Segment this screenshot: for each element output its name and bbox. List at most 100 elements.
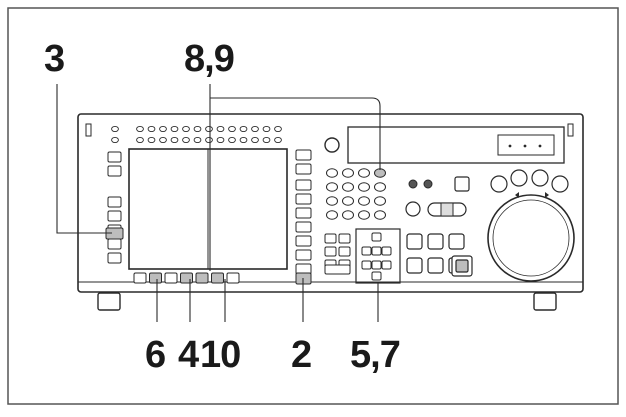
cursor-keys xyxy=(361,232,392,281)
side-button xyxy=(295,193,312,205)
soft-key xyxy=(180,272,193,284)
keypad-key xyxy=(342,182,354,192)
keypad-key xyxy=(374,182,386,192)
indicator-dot xyxy=(228,136,236,144)
counter-dot-1 xyxy=(508,144,512,148)
shuttle-button-4 xyxy=(551,175,569,193)
outer-border xyxy=(7,7,619,405)
cursor-key xyxy=(371,271,382,281)
cursor-key xyxy=(361,246,372,256)
indicator-dot xyxy=(205,136,213,144)
side-button xyxy=(295,235,312,247)
soft-key xyxy=(149,272,162,284)
indicator-dot xyxy=(111,125,119,133)
side-button xyxy=(295,221,312,233)
keypad-key xyxy=(374,168,386,178)
counter-dot-2 xyxy=(523,144,527,148)
indicator-dot xyxy=(170,125,179,133)
indicator-dot xyxy=(147,125,156,133)
indicator-dot xyxy=(147,136,156,144)
keypad-key xyxy=(326,210,338,220)
transport-button xyxy=(406,233,423,250)
indicator-dot xyxy=(159,125,167,133)
keypad-key xyxy=(358,210,370,220)
left-button xyxy=(107,196,122,208)
callout-10: 10 xyxy=(200,334,241,376)
indicator-dot xyxy=(216,136,225,144)
transport-button xyxy=(406,257,423,274)
screen-side-button-column xyxy=(295,149,312,285)
shuttle-arrows-icon xyxy=(515,192,549,198)
indicator-dot xyxy=(193,125,202,133)
keypad-key xyxy=(326,182,338,192)
indicator-dot xyxy=(239,136,248,144)
indicator-dots-top xyxy=(111,125,282,144)
callout-4: 4 xyxy=(178,334,199,376)
callout-2: 2 xyxy=(291,334,312,376)
stop-button-inner xyxy=(455,259,469,273)
leader-3 xyxy=(56,84,112,234)
indicator-dot xyxy=(159,136,167,144)
slide-switch-knob xyxy=(440,202,454,217)
cursor-key xyxy=(371,246,382,256)
keypad-key xyxy=(358,196,370,206)
side-button xyxy=(295,179,312,191)
left-button xyxy=(107,238,122,250)
callout-5-7: 5,7 xyxy=(350,334,401,376)
cursor-key xyxy=(381,246,392,256)
cursor-key xyxy=(361,260,372,270)
keypad-key xyxy=(374,210,386,220)
leader-lines xyxy=(56,84,381,322)
indicator-dot xyxy=(274,136,282,144)
left-button xyxy=(107,210,122,222)
indicator-dot xyxy=(239,125,248,133)
function-key xyxy=(324,233,337,244)
soft-key xyxy=(211,272,224,284)
indicator-dot xyxy=(205,125,213,133)
right-foot xyxy=(533,292,557,311)
function-key xyxy=(324,246,337,257)
function-key xyxy=(338,246,351,257)
shuttle-button-2 xyxy=(510,169,528,187)
side-button xyxy=(295,149,312,161)
function-key xyxy=(338,233,351,244)
shuttle-button-3 xyxy=(531,169,549,187)
counter-display xyxy=(497,134,555,156)
indicator-dot xyxy=(274,125,282,133)
small-knob xyxy=(405,201,421,217)
indicator-dot xyxy=(182,125,190,133)
callout-3: 3 xyxy=(44,38,65,80)
right-handle-slot xyxy=(567,123,574,137)
indicator-led-2 xyxy=(423,179,433,189)
indicator-dot xyxy=(251,125,259,133)
indicator-dot xyxy=(193,136,202,144)
left-button xyxy=(107,151,122,163)
left-button-column xyxy=(105,151,124,264)
left-handle-slot xyxy=(85,123,92,137)
soft-key xyxy=(226,272,240,284)
side-button xyxy=(295,163,312,175)
cursor-key xyxy=(381,260,392,270)
wide-function-key xyxy=(324,264,351,275)
side-button xyxy=(295,207,312,219)
transport-button xyxy=(427,233,444,250)
indicator-dot xyxy=(262,136,271,144)
keypad-key xyxy=(342,168,354,178)
indicator-dot xyxy=(136,125,144,133)
soft-key xyxy=(133,272,147,284)
keypad-key xyxy=(358,182,370,192)
transport-button xyxy=(427,257,444,274)
left-foot xyxy=(97,292,121,311)
transport-button xyxy=(448,233,465,250)
shuttle-button-1 xyxy=(490,175,508,193)
square-button-top xyxy=(454,176,470,192)
left-button xyxy=(107,252,122,264)
indicator-dot xyxy=(170,136,179,144)
side-button xyxy=(295,249,312,261)
jog-dial-inner xyxy=(492,199,570,277)
keypad-key xyxy=(342,196,354,206)
soft-key xyxy=(164,272,178,284)
keypad-key xyxy=(326,168,338,178)
